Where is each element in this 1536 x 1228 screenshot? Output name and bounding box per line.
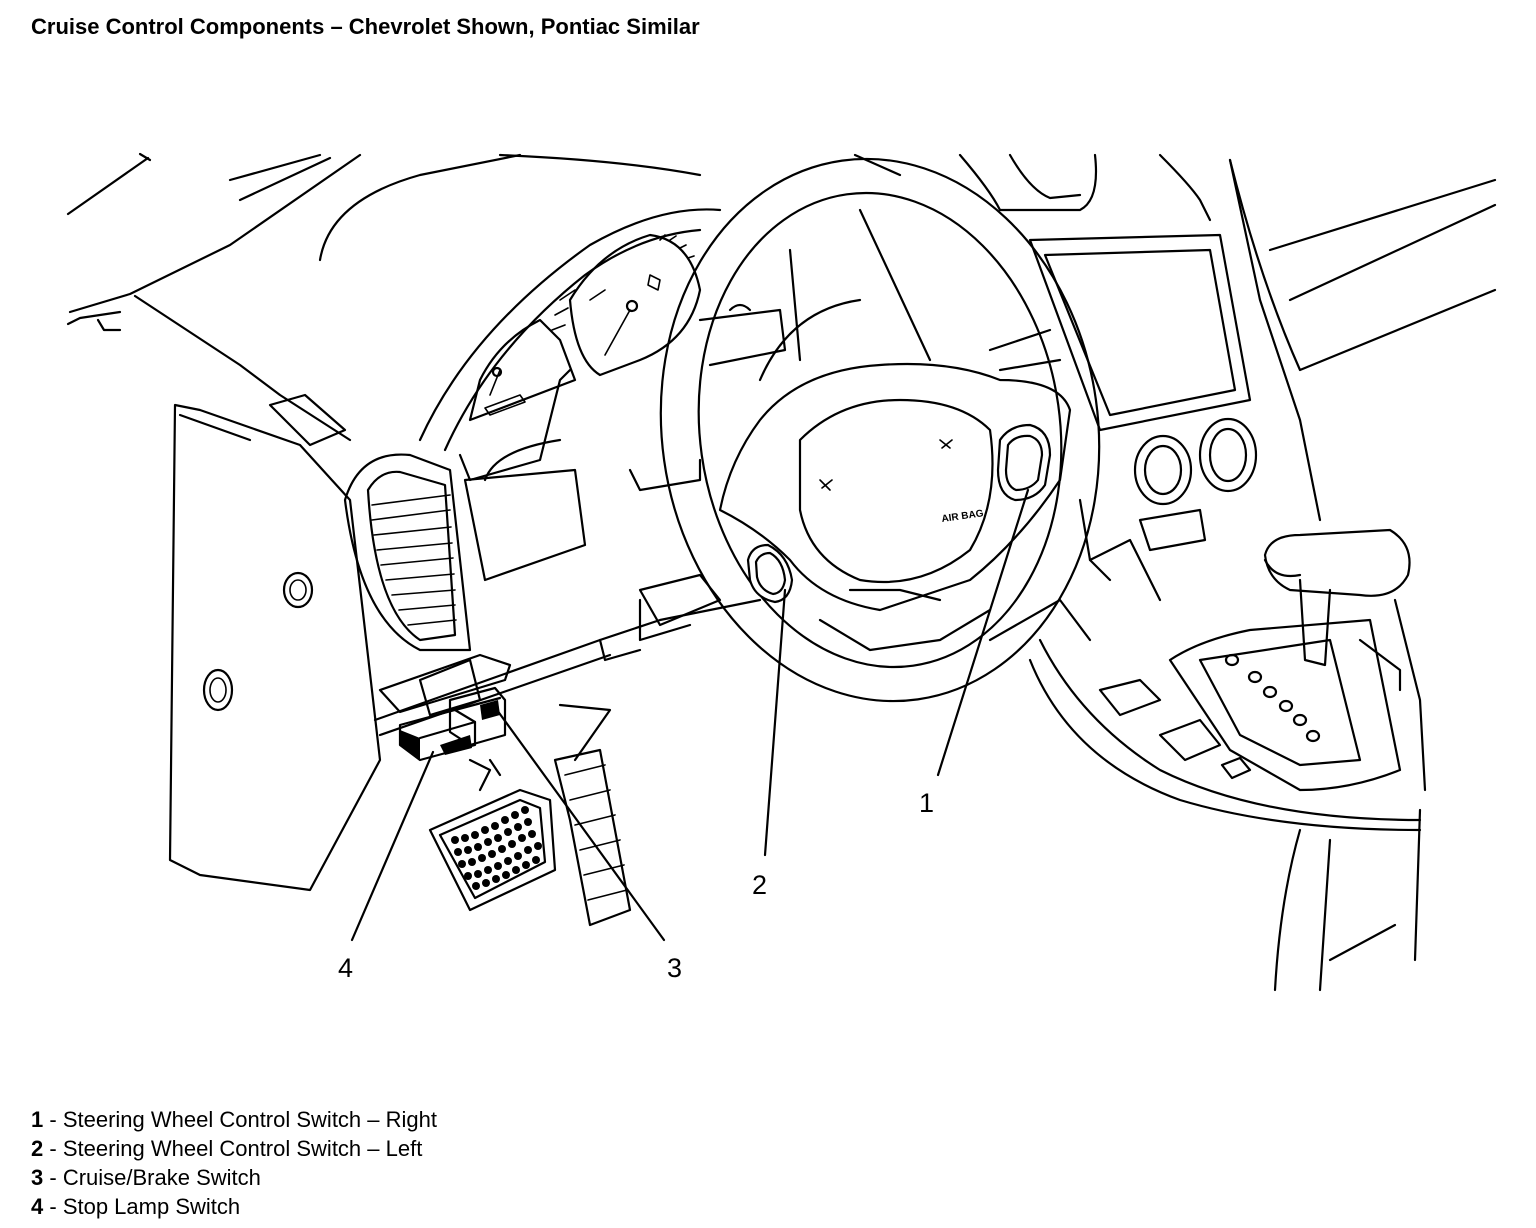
leader-line-2 bbox=[763, 588, 787, 857]
legend-separator: - bbox=[43, 1194, 63, 1219]
pedal-tread-pattern bbox=[451, 806, 542, 890]
callout-3: 3 bbox=[667, 953, 683, 983]
legend-number: 2 bbox=[31, 1136, 44, 1161]
diagram-title: Cruise Control Components – Chevrolet Sh… bbox=[31, 14, 700, 39]
stop-lamp-switch bbox=[398, 708, 477, 762]
steering-wheel bbox=[659, 157, 1101, 703]
legend-separator: - bbox=[43, 1136, 63, 1161]
legend-number: 1 bbox=[31, 1107, 44, 1132]
legend-row-1: 1 - Steering Wheel Control Switch – Righ… bbox=[31, 1105, 437, 1134]
legend-separator: - bbox=[43, 1165, 63, 1190]
left-end-panel bbox=[168, 393, 382, 892]
legend-row-2: 2 - Steering Wheel Control Switch – Left bbox=[31, 1134, 437, 1163]
legend-number: 4 bbox=[31, 1194, 44, 1219]
steering-column bbox=[638, 573, 1092, 642]
brake-pedal bbox=[428, 788, 557, 912]
leader-line-3 bbox=[495, 708, 666, 942]
accelerator-pedal bbox=[553, 748, 632, 927]
legend-row-3: 3 - Cruise/Brake Switch bbox=[31, 1163, 437, 1192]
callout-4: 4 bbox=[338, 953, 354, 983]
right-wheel-switch bbox=[996, 423, 1052, 502]
legend-number: 3 bbox=[31, 1165, 44, 1190]
airbag-label: AIR BAG bbox=[941, 508, 985, 525]
pedal-bracket bbox=[378, 653, 512, 792]
leader-line-1 bbox=[936, 488, 1030, 777]
lower-dash-edge bbox=[373, 598, 762, 762]
dashboard-top-outline bbox=[66, 152, 1497, 442]
legend-text: Steering Wheel Control Switch – Left bbox=[62, 1136, 423, 1161]
legend-separator: - bbox=[43, 1107, 63, 1132]
callout-2: 2 bbox=[752, 870, 768, 900]
cruise-brake-switch bbox=[448, 686, 507, 747]
leader-lines bbox=[350, 488, 1030, 942]
callout-1: 1 bbox=[919, 788, 935, 818]
center-console bbox=[1028, 528, 1427, 992]
air-vent bbox=[343, 453, 472, 652]
instrument-cluster bbox=[418, 208, 787, 582]
legend: 1 - Steering Wheel Control Switch – Righ… bbox=[31, 1105, 437, 1221]
legend-text: Steering Wheel Control Switch – Right bbox=[62, 1107, 437, 1132]
legend-text: Cruise/Brake Switch bbox=[62, 1165, 261, 1190]
legend-row-4: 4 - Stop Lamp Switch bbox=[31, 1192, 437, 1221]
legend-text: Stop Lamp Switch bbox=[62, 1194, 241, 1219]
airbag-hub bbox=[718, 362, 1072, 652]
leader-line-4 bbox=[350, 750, 435, 942]
center-stack bbox=[1028, 158, 1322, 602]
left-wheel-switch bbox=[746, 543, 794, 604]
